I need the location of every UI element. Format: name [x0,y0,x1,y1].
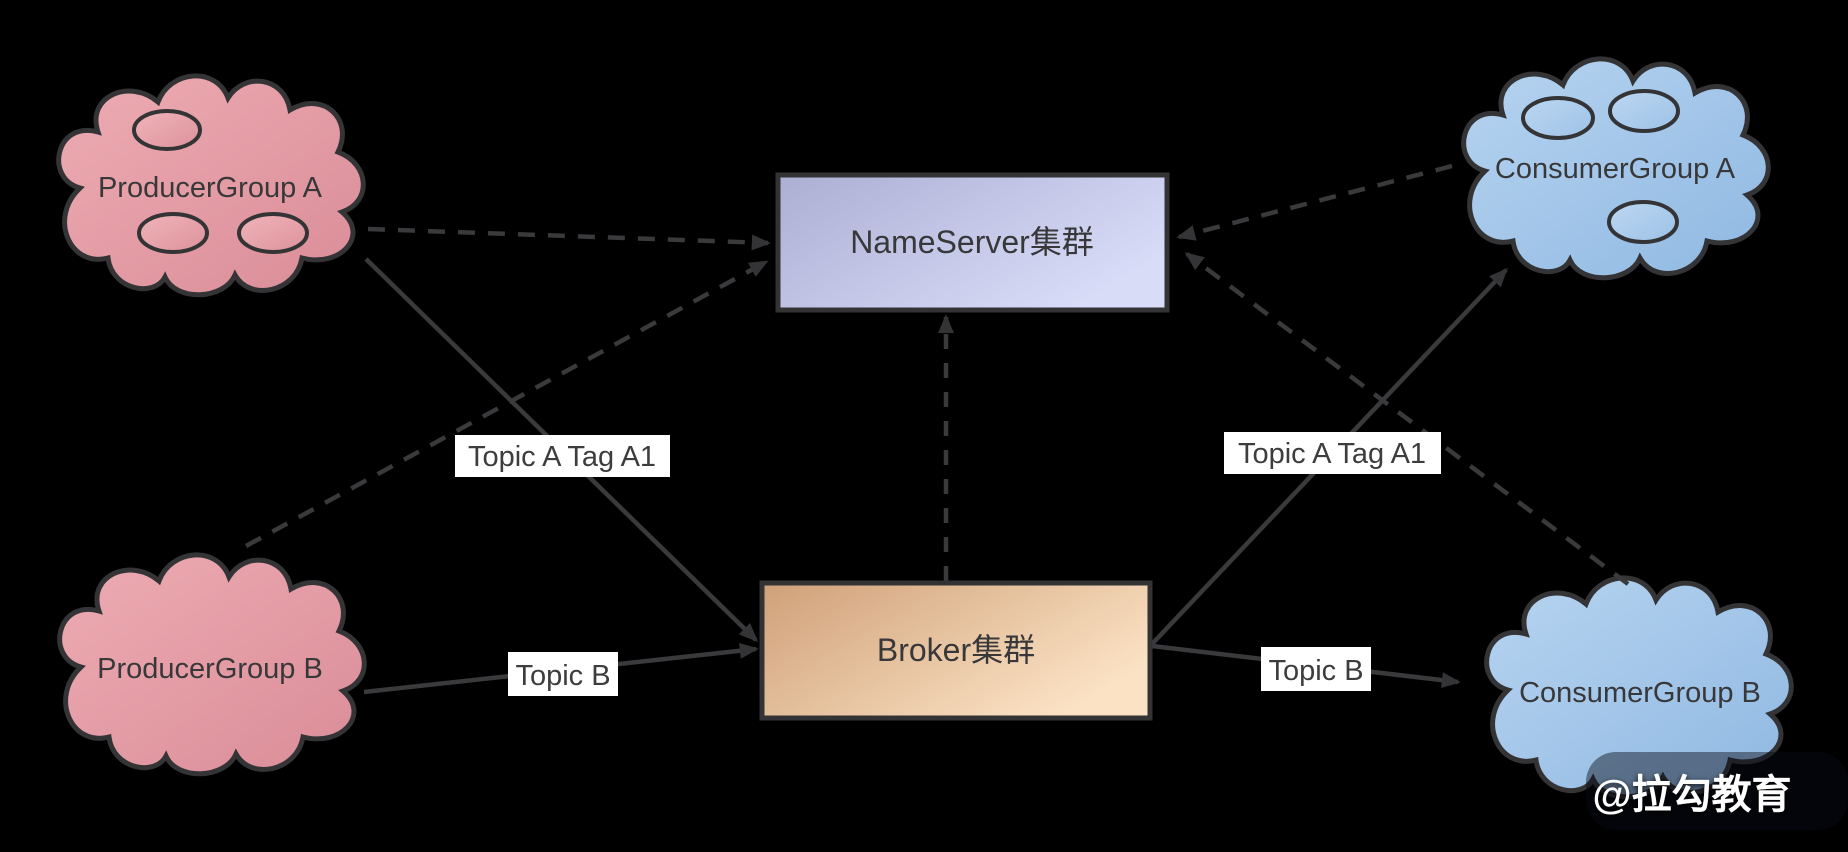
edge-label-topic-b-right-bg [1261,647,1371,691]
watermark-text: @拉勾教育 [1592,773,1791,817]
edge-consumer-a-to-nameserver [1176,163,1453,241]
consumer-group-b-label: ConsumerGroup B [1519,677,1761,709]
producer-instance-ellipse [137,212,209,254]
producer-instance-ellipse [237,212,309,254]
edge-consumer-b-to-nameserver [1184,252,1630,586]
edge-label-topic-b-right: Topic B [1268,655,1363,687]
broker-label: Broker集群 [877,632,1035,668]
broker-box [759,580,1153,721]
consumer-instance-ellipse [1608,89,1680,133]
watermark-badge [1586,752,1848,830]
edge-producer-a-to-nameserver [367,226,771,251]
edge-label-topic-a-left: Topic A Tag A1 [468,441,656,473]
producer-group-b-label: ProducerGroup B [97,653,323,685]
edge-label-topic-a-right-bg [1224,432,1441,474]
nameserver-label: NameServer集群 [850,224,1094,260]
nameserver-box [775,172,1170,313]
edge-producer-b-to-nameserver [244,260,769,548]
edge-label-topic-a-right: Topic A Tag A1 [1238,438,1426,470]
producer-instance-ellipse [132,109,202,151]
edge-label-topic-b-left-bg [508,652,618,696]
edge-label-topic-b-left: Topic B [515,660,610,692]
producer-group-a-label: ProducerGroup A [98,172,323,204]
consumer-group-a-label: ConsumerGroup A [1495,153,1736,185]
consumer-instance-ellipse [1521,96,1595,140]
edge-label-topic-a-left-bg [455,435,670,477]
consumer-instance-ellipse [1607,200,1679,244]
